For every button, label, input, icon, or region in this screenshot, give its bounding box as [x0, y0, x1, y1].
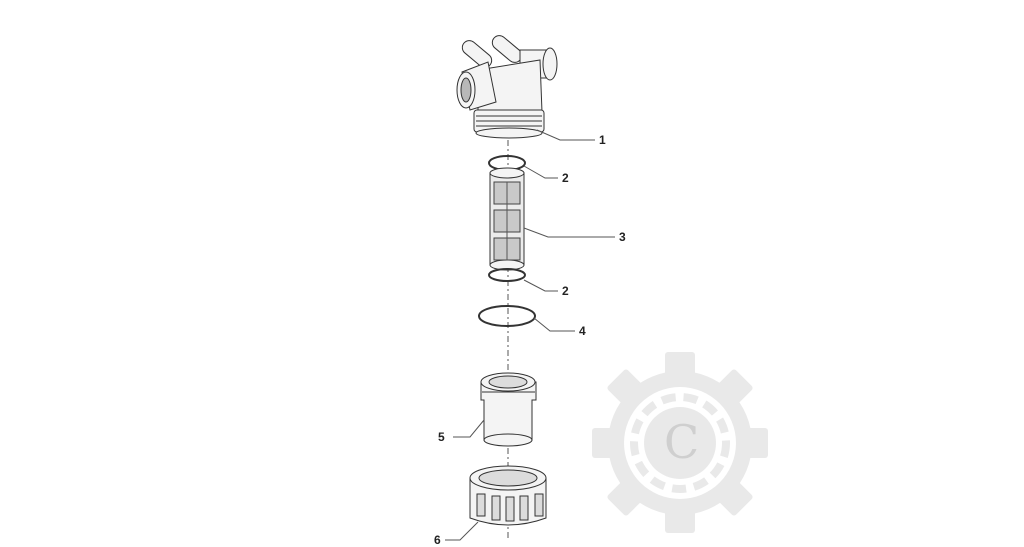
callout-6: 6	[434, 533, 441, 547]
callout-3: 3	[619, 230, 626, 244]
part-2-oring-lower	[488, 268, 526, 282]
part-3-filter-cartridge	[489, 167, 525, 271]
part-5-bowl	[480, 372, 537, 447]
part-4-seal-ring	[478, 305, 536, 327]
callout-1: 1	[599, 133, 606, 147]
part-6-ring-nut	[469, 465, 547, 526]
leader-lines	[445, 129, 615, 541]
gear-icon	[592, 352, 768, 533]
callout-2-lower: 2	[562, 284, 569, 298]
part-1-filter-head	[456, 35, 558, 139]
callout-5: 5	[438, 430, 445, 444]
callout-4: 4	[579, 324, 586, 338]
callout-2-upper: 2	[562, 171, 569, 185]
watermark-letter: C	[664, 415, 700, 469]
